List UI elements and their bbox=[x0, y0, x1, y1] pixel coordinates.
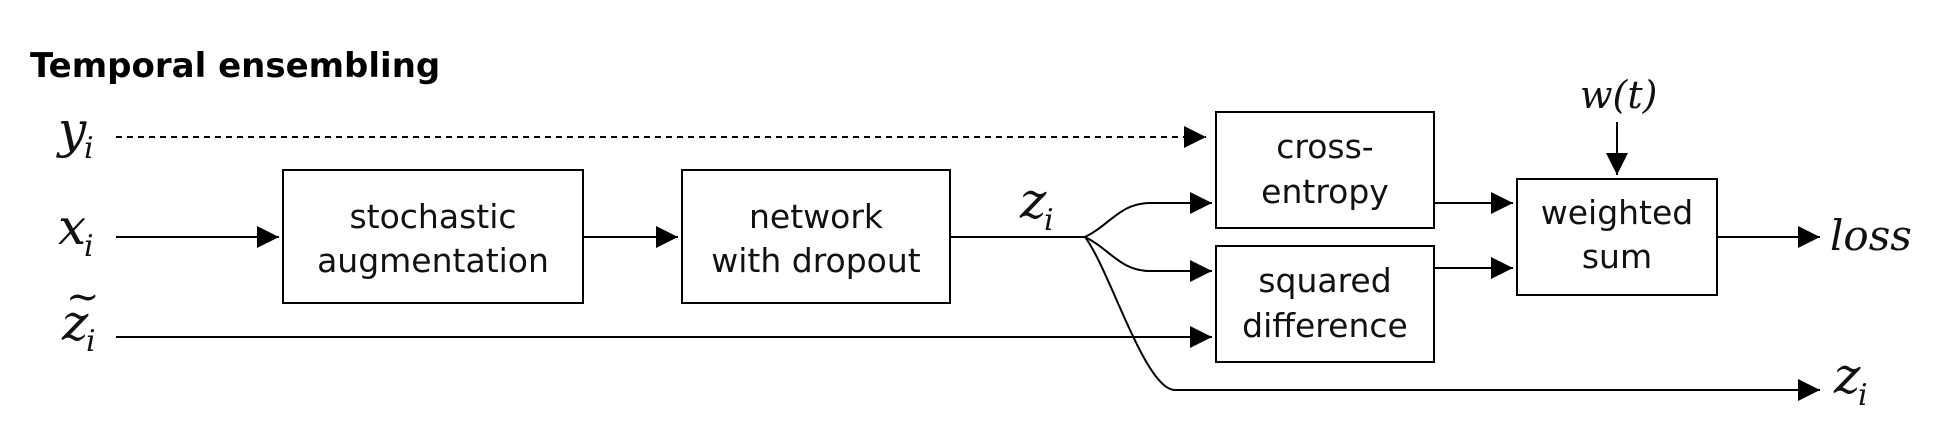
input-z-tilde-symbol: z bbox=[61, 294, 89, 352]
input-x-symbol: x bbox=[58, 198, 86, 256]
input-x: x i bbox=[58, 198, 94, 264]
loss-label: loss bbox=[1830, 211, 1912, 260]
input-z-tilde: ~ z i bbox=[61, 274, 100, 359]
input-y-subscript: i bbox=[84, 131, 94, 166]
network-line1: network bbox=[749, 197, 884, 236]
weighted-sum-line1: weighted bbox=[1541, 193, 1694, 232]
augmentation-line2: augmentation bbox=[317, 241, 549, 280]
weight-label: w(t) bbox=[1580, 73, 1657, 117]
augmentation-line1: stochastic bbox=[349, 197, 516, 236]
diagram-title: Temporal ensembling bbox=[30, 46, 440, 86]
network-box: network with dropout bbox=[681, 169, 951, 304]
squared-difference-line2: difference bbox=[1242, 306, 1408, 345]
input-y: y i bbox=[56, 101, 94, 166]
weighted-sum-line2: sum bbox=[1582, 237, 1652, 276]
squared-difference-line1: squared bbox=[1258, 261, 1391, 300]
weighted-sum-box: weighted sum bbox=[1516, 178, 1718, 296]
z-output-subscript: i bbox=[1858, 378, 1868, 413]
cross-entropy-line2: entropy bbox=[1261, 172, 1389, 211]
input-z-tilde-mark: ~ bbox=[66, 274, 100, 320]
z-output-symbol: z bbox=[1833, 347, 1861, 405]
input-z-tilde-subscript: i bbox=[86, 324, 96, 359]
z-to-squared-difference-arrow bbox=[1084, 236, 1212, 282]
z-to-cross-entropy-arrow bbox=[1084, 192, 1212, 238]
augmentation-box: stochastic augmentation bbox=[282, 169, 584, 304]
cross-entropy-line1: cross- bbox=[1276, 127, 1373, 166]
squared-difference-box: squared difference bbox=[1215, 245, 1435, 363]
z-output-arrow bbox=[1084, 236, 1820, 401]
network-line2: with dropout bbox=[711, 241, 921, 280]
z-output-label: z i bbox=[1833, 347, 1868, 413]
cross-entropy-box: cross- entropy bbox=[1215, 111, 1435, 229]
z-mid-label: z i bbox=[1019, 172, 1054, 238]
z-mid-subscript: i bbox=[1044, 203, 1054, 238]
input-x-subscript: i bbox=[84, 229, 94, 264]
z-mid-symbol: z bbox=[1019, 172, 1047, 230]
input-y-symbol: y bbox=[56, 101, 87, 159]
